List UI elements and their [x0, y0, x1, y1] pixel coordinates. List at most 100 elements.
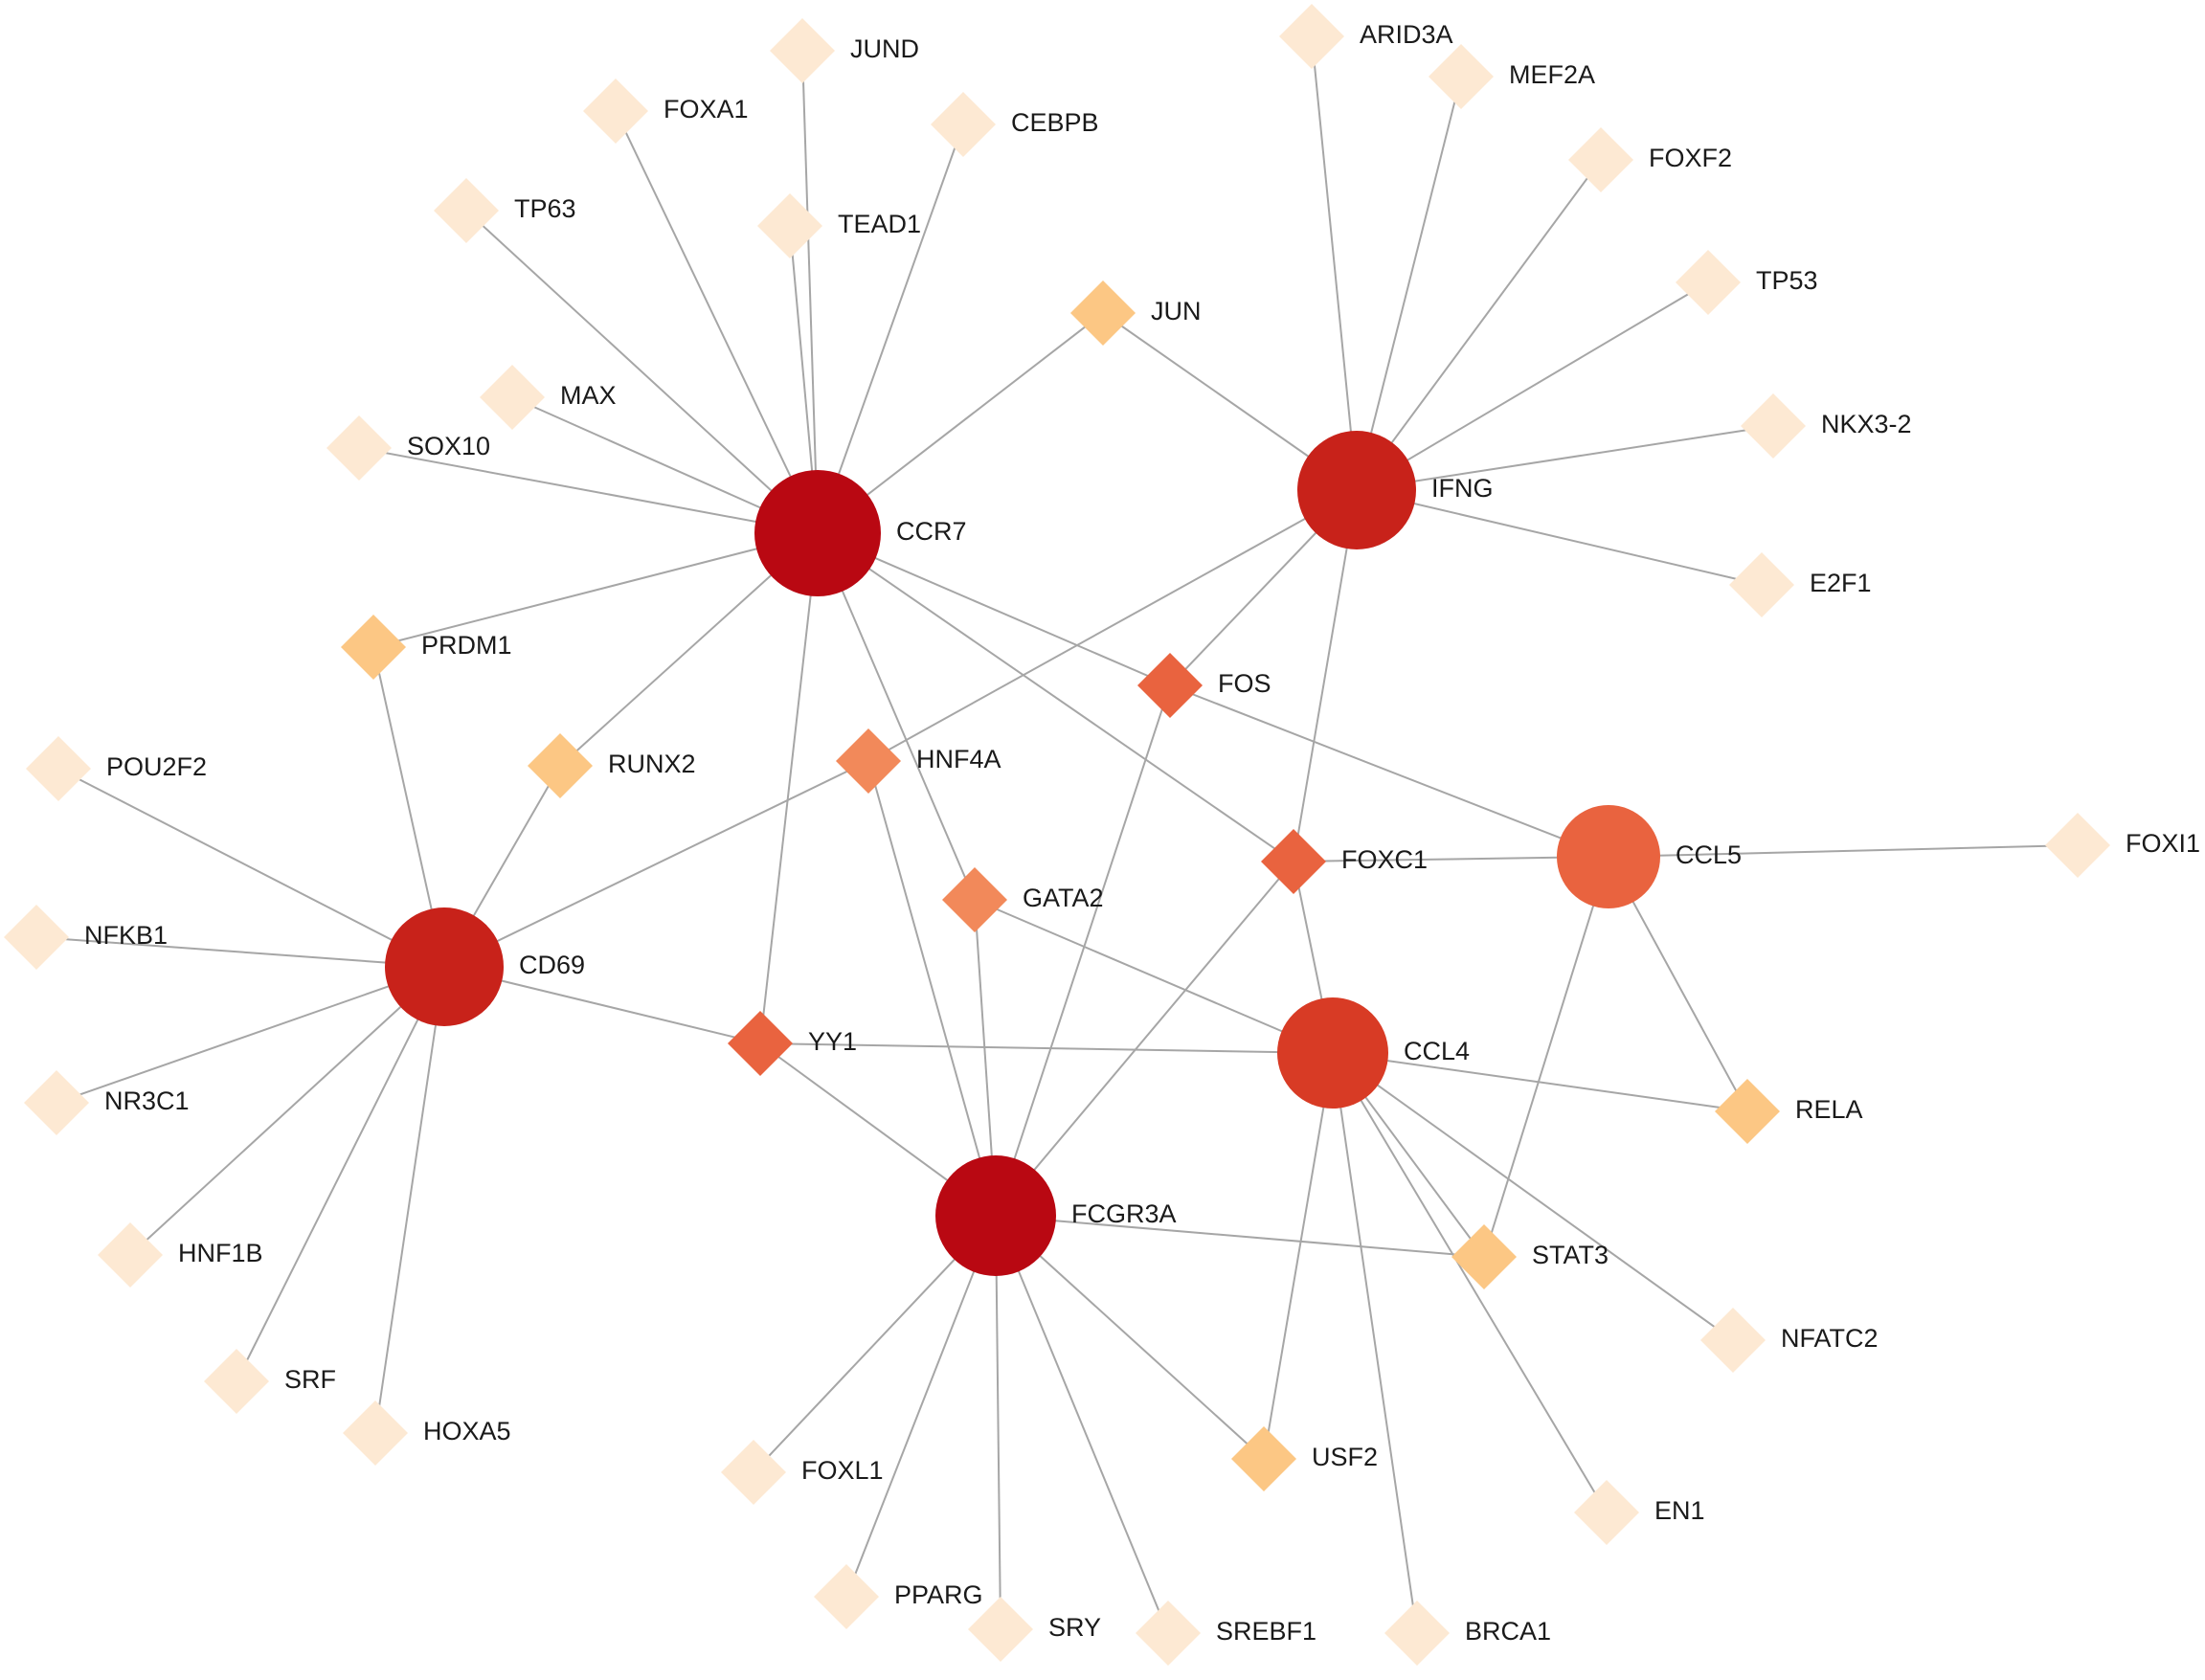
node-srebf1[interactable]: SREBF1 [1136, 1601, 1316, 1666]
node-foxf2[interactable]: FOXF2 [1568, 127, 1732, 192]
node-diamond [1729, 552, 1794, 617]
node-diamond [1136, 1601, 1201, 1666]
edge-fcgr3a-hnf4a [867, 760, 997, 1217]
node-diamond [770, 18, 835, 83]
node-brca1[interactable]: BRCA1 [1384, 1601, 1551, 1666]
node-pou2f2[interactable]: POU2F2 [26, 736, 207, 801]
node-en1[interactable]: EN1 [1574, 1480, 1705, 1545]
node-diamond [1568, 127, 1633, 192]
node-label: USF2 [1312, 1443, 1378, 1471]
node-tp63[interactable]: TP63 [434, 178, 576, 243]
node-foxi1[interactable]: FOXI1 [2045, 813, 2200, 878]
node-ifng[interactable]: IFNG [1297, 431, 1494, 549]
node-foxc1[interactable]: FOXC1 [1261, 829, 1428, 894]
edge-ifng-mef2a [1356, 76, 1462, 491]
node-max[interactable]: MAX [480, 365, 617, 430]
edge-ifng-arid3a [1311, 35, 1358, 491]
node-label: FOXF2 [1649, 144, 1732, 172]
node-label: HNF1B [178, 1239, 263, 1267]
edge-ccr7-jund [801, 50, 819, 534]
node-diamond [204, 1349, 269, 1414]
node-fos[interactable]: FOS [1137, 653, 1271, 718]
node-label: HOXA5 [423, 1417, 511, 1445]
node-fcgr3a[interactable]: FCGR3A [935, 1155, 1177, 1276]
node-rela[interactable]: RELA [1715, 1079, 1863, 1144]
node-arid3a[interactable]: ARID3A [1279, 4, 1453, 69]
edge-ccr7-sox10 [358, 447, 819, 534]
node-diamond [326, 415, 392, 481]
node-label: SOX10 [407, 432, 490, 460]
node-label: NR3C1 [104, 1086, 190, 1115]
node-jund[interactable]: JUND [770, 18, 919, 83]
node-hnf4a[interactable]: HNF4A [836, 728, 1001, 794]
node-ccl5[interactable]: CCL5 [1557, 805, 1742, 908]
edge-cd69-hnf1b [129, 966, 445, 1256]
edge-ccr7-yy1 [759, 532, 819, 1044]
node-gata2[interactable]: GATA2 [942, 867, 1104, 932]
node-label: RUNX2 [608, 750, 696, 778]
node-diamond [343, 1400, 408, 1466]
node-e2f1[interactable]: E2F1 [1729, 552, 1872, 617]
node-label: FOS [1218, 669, 1271, 698]
node-label: TEAD1 [838, 210, 921, 238]
node-diamond [2045, 813, 2110, 878]
node-yy1[interactable]: YY1 [728, 1011, 857, 1076]
node-tead1[interactable]: TEAD1 [757, 193, 921, 258]
edge-cd69-nfkb1 [35, 936, 445, 968]
edge-ccr7-foxc1 [817, 532, 1294, 862]
edge-ifng-foxf2 [1356, 159, 1602, 491]
node-nfkb1[interactable]: NFKB1 [4, 905, 168, 970]
node-diamond [931, 92, 996, 157]
node-label: MAX [560, 381, 617, 410]
node-diamond [757, 193, 822, 258]
node-hnf1b[interactable]: HNF1B [98, 1222, 263, 1288]
node-pparg[interactable]: PPARG [814, 1564, 983, 1629]
node-diamond [1429, 44, 1494, 109]
node-foxl1[interactable]: FOXL1 [721, 1440, 884, 1505]
node-ccl4[interactable]: CCL4 [1277, 997, 1470, 1109]
edge-ccr7-tp63 [465, 210, 819, 534]
node-tp53[interactable]: TP53 [1676, 250, 1818, 315]
node-diamond [1715, 1079, 1780, 1144]
node-diamond [942, 867, 1007, 932]
node-stat3[interactable]: STAT3 [1451, 1224, 1609, 1289]
node-sry[interactable]: SRY [968, 1597, 1101, 1662]
node-hoxa5[interactable]: HOXA5 [343, 1400, 511, 1466]
edge-cd69-nr3c1 [56, 966, 445, 1104]
node-label: TP63 [514, 194, 576, 223]
node-circle [935, 1155, 1056, 1276]
node-prdm1[interactable]: PRDM1 [341, 615, 512, 680]
node-cd69[interactable]: CD69 [385, 907, 585, 1026]
node-label: PPARG [894, 1580, 983, 1609]
node-runx2[interactable]: RUNX2 [528, 733, 696, 798]
node-diamond [1137, 653, 1203, 718]
node-cebpb[interactable]: CEBPB [931, 92, 1099, 157]
node-nkx3-2[interactable]: NKX3-2 [1741, 393, 1912, 459]
node-nr3c1[interactable]: NR3C1 [24, 1070, 190, 1135]
edge-fcgr3a-fos [995, 684, 1171, 1217]
node-label: CCL5 [1676, 840, 1742, 869]
node-usf2[interactable]: USF2 [1231, 1426, 1378, 1491]
node-foxa1[interactable]: FOXA1 [583, 78, 749, 144]
node-label: POU2F2 [106, 752, 207, 781]
node-srf[interactable]: SRF [204, 1349, 336, 1414]
node-label: NKX3-2 [1821, 410, 1912, 438]
node-label: RELA [1795, 1095, 1863, 1124]
edge-fcgr3a-stat3 [995, 1215, 1485, 1258]
node-ccr7[interactable]: CCR7 [754, 470, 967, 596]
node-mef2a[interactable]: MEF2A [1429, 44, 1595, 109]
edge-fcgr3a-foxc1 [995, 861, 1294, 1217]
node-sox10[interactable]: SOX10 [326, 415, 490, 481]
node-label: CEBPB [1011, 108, 1099, 137]
node-jun[interactable]: JUN [1070, 280, 1202, 346]
edge-cd69-pou2f2 [57, 768, 445, 968]
node-diamond [1384, 1601, 1450, 1666]
node-label: E2F1 [1810, 569, 1872, 597]
node-label: GATA2 [1023, 884, 1104, 912]
node-circle [1297, 431, 1416, 549]
edge-ifng-e2f1 [1356, 489, 1763, 586]
node-label: HNF4A [916, 745, 1001, 773]
node-nfatc2[interactable]: NFATC2 [1700, 1308, 1879, 1373]
edge-ifng-nkx3-2 [1356, 425, 1774, 491]
